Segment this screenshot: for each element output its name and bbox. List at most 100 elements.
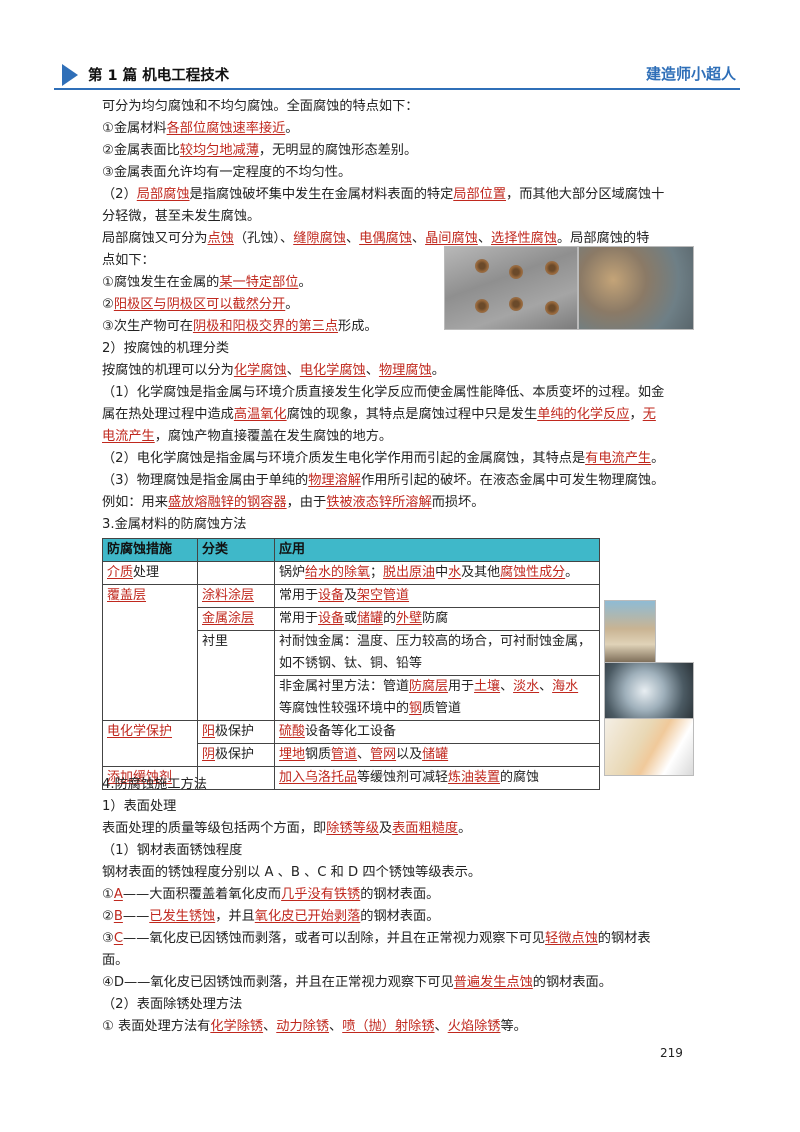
highlighted-term: 设备 <box>318 588 345 603</box>
text-run: ； <box>370 565 384 580</box>
text-line: 2）按腐蚀的机理分类 <box>102 338 702 360</box>
highlighted-term: 已发生锈蚀 <box>149 909 216 924</box>
text-line: ①金属材料各部位腐蚀速率接近。 <box>102 118 702 140</box>
text-run: ③ <box>102 931 114 946</box>
highlighted-term: 防腐层 <box>409 679 449 694</box>
highlighted-term: 电化学保护 <box>107 724 173 739</box>
text-run: 、 <box>411 231 426 246</box>
corroded-bolts-photo <box>444 246 578 330</box>
table-cell: 常用于设备及架空管道 <box>274 584 600 608</box>
text-run: （3）物理腐蚀是指金属由于单纯的 <box>102 473 309 488</box>
highlighted-term: C <box>113 931 124 946</box>
highlighted-term: 管道 <box>331 747 358 762</box>
chapter-title: 第 1 篇 机电工程技术 <box>88 68 230 84</box>
text-line: 4.防腐蚀施工方法 <box>102 774 702 796</box>
table-row: 介质处理 锅炉给水的除氧；脱出原油中水及其他腐蚀性成分。 <box>102 561 600 585</box>
table-row: 阴极保护 埋地钢质管道、管网以及储罐 <box>103 743 600 767</box>
text-run: 形成。 <box>338 319 378 334</box>
highlighted-term: 火焰除锈 <box>447 1019 501 1034</box>
text-run: 、 <box>357 747 371 762</box>
text-run: （2）表面除锈处理方法 <box>102 997 243 1012</box>
text-line: ④D——氧化皮已因锈蚀而剥落，并且在正常视力观察下可见普遍发生点蚀的钢材表面。 <box>102 972 702 994</box>
text-run: —— <box>122 909 150 924</box>
text-run: ② <box>102 297 114 312</box>
text-run: ④D——氧化皮已因锈蚀而剥落，并且在正常视力观察下可见 <box>102 975 454 990</box>
text-run: 及其他 <box>461 565 501 580</box>
highlighted-term: 脱出原油 <box>383 565 436 580</box>
rust-spot <box>509 297 523 311</box>
cell-line: 如不锈钢、钛、铜、铅等 <box>279 653 595 675</box>
highlighted-term: 海水 <box>552 679 579 694</box>
highlighted-term: 除锈等级 <box>326 821 379 836</box>
highlighted-term: 无 <box>642 407 656 422</box>
text-run: 。 <box>458 821 472 836</box>
highlighted-term: 水 <box>448 565 462 580</box>
text-run: 、 <box>434 1019 448 1034</box>
text-line: 表面处理的质量等级包括两个方面，即除锈等级及表面粗糙度。 <box>102 818 702 840</box>
table-cell: 金属涂层 <box>197 607 275 631</box>
highlighted-term: 点蚀 <box>207 231 234 246</box>
text-run: 的钢材表 <box>597 931 651 946</box>
highlighted-term: 物理腐蚀 <box>378 363 432 378</box>
table-row: 金属涂层 常用于设备或储罐的外壁防腐 <box>103 607 600 631</box>
text-run: ①腐蚀发生在金属的 <box>102 275 220 290</box>
cell-line: 衬耐蚀金属：温度、压力较高的场合，可衬耐蚀金属， <box>279 631 595 653</box>
text-run: 处理 <box>133 565 160 580</box>
highlighted-term: 高温氧化 <box>233 407 287 422</box>
text-run: 极保护 <box>215 747 255 762</box>
table-header-cell: 防腐蚀措施 <box>102 538 198 562</box>
table-cell: 非金属衬里方法：管道防腐层用于土壤、淡水、海水 等腐蚀性较强环境中的钢质管道 <box>274 675 600 721</box>
text-run: （1）钢材表面锈蚀程度 <box>102 843 243 858</box>
text-run: 衬里 <box>202 634 229 649</box>
highlighted-term: 加入乌洛托品 <box>279 770 358 785</box>
text-run: 设备等化工设备 <box>305 724 397 739</box>
anticorrosion-table: 防腐蚀措施 分类 应用 介质处理 锅炉给水的除氧；脱出原油中水及其他腐蚀性成分。… <box>102 538 600 790</box>
text-run: 、 <box>500 679 514 694</box>
text-run: 的 <box>383 611 397 626</box>
table-cell: 涂料涂层 <box>197 584 275 608</box>
highlighted-term: 电偶腐蚀 <box>359 231 412 246</box>
text-line: ②阳极区与阴极区可以截然分开。 <box>102 294 702 316</box>
highlighted-term: 盛放熔融锌的钢容器 <box>167 495 287 510</box>
text-run: 、 <box>477 231 492 246</box>
table-header-cell: 应用 <box>274 538 600 562</box>
text-run: ——大面积覆盖着氧化皮而 <box>122 887 282 902</box>
text-run: 用于 <box>448 679 475 694</box>
text-run: 防腐 <box>422 611 449 626</box>
text-run: 作用所引起的破坏。在液态金属中可发生物理腐蚀。 <box>360 473 665 488</box>
brand-name: 建造师小超人 <box>645 65 736 83</box>
text-run: 、 <box>345 231 360 246</box>
text-line: ②B——已发生锈蚀，并且氧化皮已开始剥落的钢材表面。 <box>102 906 702 928</box>
highlighted-term: 单纯的化学反应 <box>537 407 630 422</box>
text-run: 中 <box>435 565 449 580</box>
text-run: ，腐蚀产物直接覆盖在发生腐蚀的地方。 <box>154 429 393 444</box>
text-run: 等。 <box>500 1019 527 1034</box>
text-run: 锅炉 <box>279 565 306 580</box>
table-row: 衬里 衬耐蚀金属：温度、压力较高的场合，可衬耐蚀金属， 如不锈钢、钛、铜、铅等 <box>103 630 600 721</box>
text-run: ， <box>629 407 643 422</box>
cell-line: 非金属衬里方法：管道防腐层用于土壤、淡水、海水 <box>279 676 595 698</box>
highlighted-term: 铁被液态锌所溶解 <box>326 495 432 510</box>
text-run: 质管道 <box>422 701 462 716</box>
table-row: 电化学保护 阳极保护 硫酸设备等化工设备 <box>102 720 600 767</box>
page-number: 219 <box>660 1046 683 1060</box>
pitting-corrosion-photo <box>578 246 694 330</box>
highlighted-term: 有电流产生 <box>585 451 652 466</box>
highlighted-term: 金属涂层 <box>202 611 255 626</box>
text-run: 点如下： <box>102 253 155 268</box>
rust-spot <box>545 301 559 315</box>
text-run: ① <box>102 887 114 902</box>
text-run: 的钢材表面。 <box>360 887 440 902</box>
text-line: ③C——氧化皮已因锈蚀而剥落，或者可以刮除，并且在正常视力观察下可见轻微点蚀的钢… <box>102 928 702 950</box>
table-header-cell: 分类 <box>197 538 275 562</box>
text-run: ，无明显的腐蚀形态差别。 <box>258 143 418 158</box>
text-run: 、 <box>286 363 300 378</box>
text-run: 常用于 <box>279 611 319 626</box>
text-line: 3.金属材料的防腐蚀方法 <box>102 514 702 536</box>
highlighted-term: 涂料涂层 <box>202 588 255 603</box>
text-run: 而损坏。 <box>431 495 485 510</box>
table-cell <box>197 561 275 585</box>
text-run: （2） <box>102 187 137 202</box>
coated-structure-photo <box>604 600 656 664</box>
text-run: 4.防腐蚀施工方法 <box>102 777 207 792</box>
